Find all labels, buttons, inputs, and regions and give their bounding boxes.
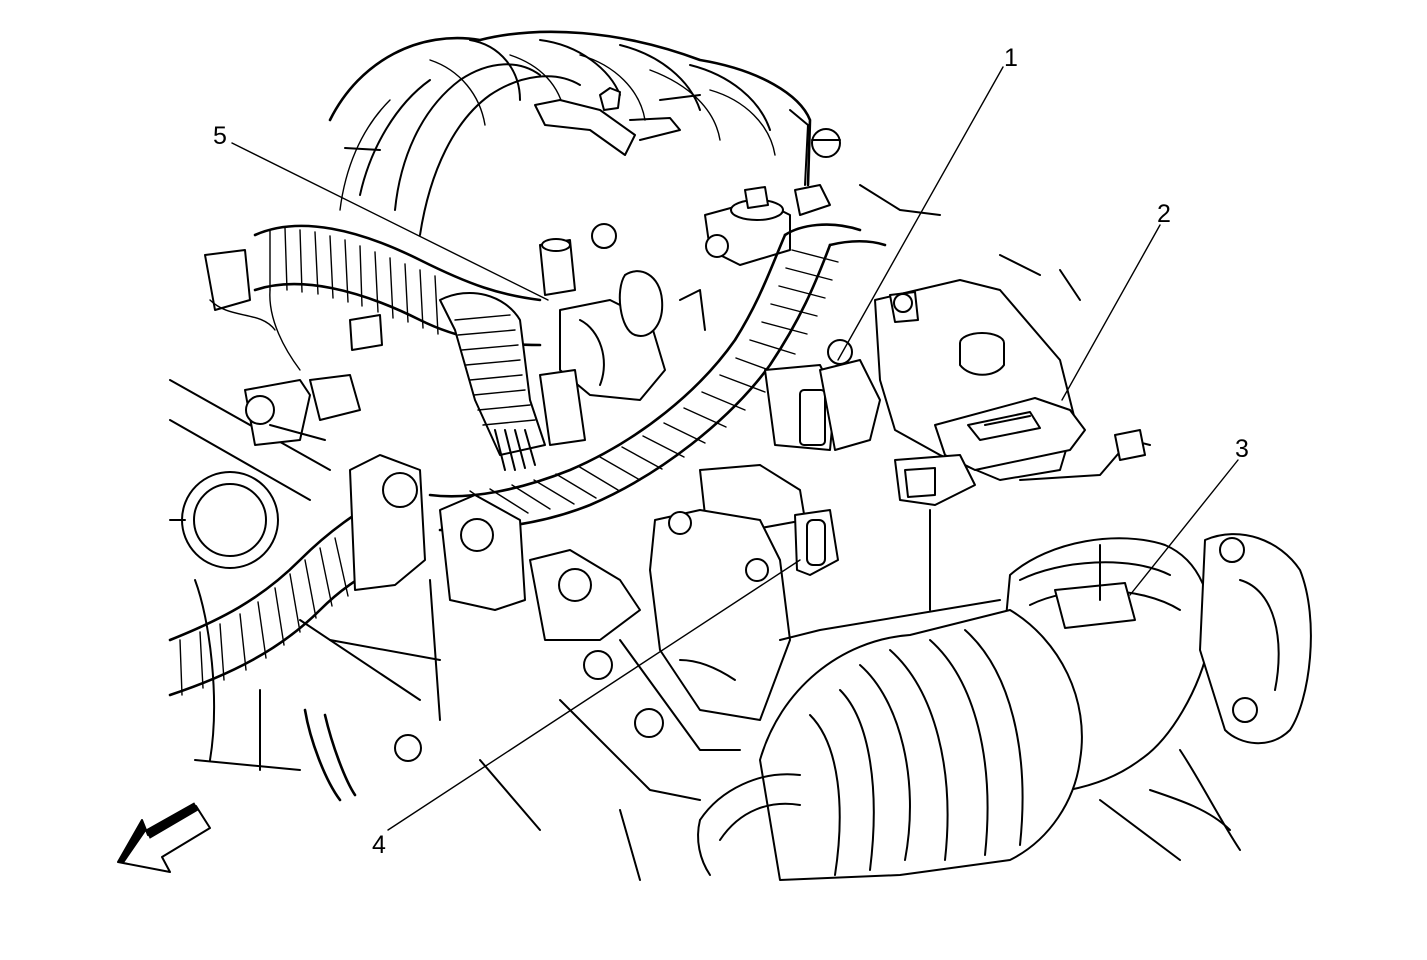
intake-manifold xyxy=(328,30,841,236)
engine-brackets xyxy=(349,454,664,762)
callout-5: 5 xyxy=(213,122,227,150)
air-intake-assembly xyxy=(697,184,1312,881)
callout-2: 2 xyxy=(1157,200,1171,228)
callout-4: 4 xyxy=(372,831,386,859)
throttle-body-area xyxy=(539,184,831,446)
leader-line-1 xyxy=(837,66,1004,361)
center-lower-assembly xyxy=(479,464,1001,881)
leader-line-5 xyxy=(231,142,549,301)
forward-arrow-icon xyxy=(117,802,211,873)
engine-block-left xyxy=(169,374,441,771)
air-inlet-port xyxy=(1054,582,1136,629)
leader-line-4 xyxy=(387,559,801,831)
leader-line-2 xyxy=(1061,224,1161,401)
callout-3: 3 xyxy=(1235,435,1249,463)
callout-labels: 1 2 3 4 5 xyxy=(213,44,1249,859)
wiring-harness-upper xyxy=(204,224,546,471)
callout-leaders xyxy=(231,66,1239,831)
leader-line-3 xyxy=(1129,459,1239,596)
callout-1: 1 xyxy=(1004,44,1018,72)
